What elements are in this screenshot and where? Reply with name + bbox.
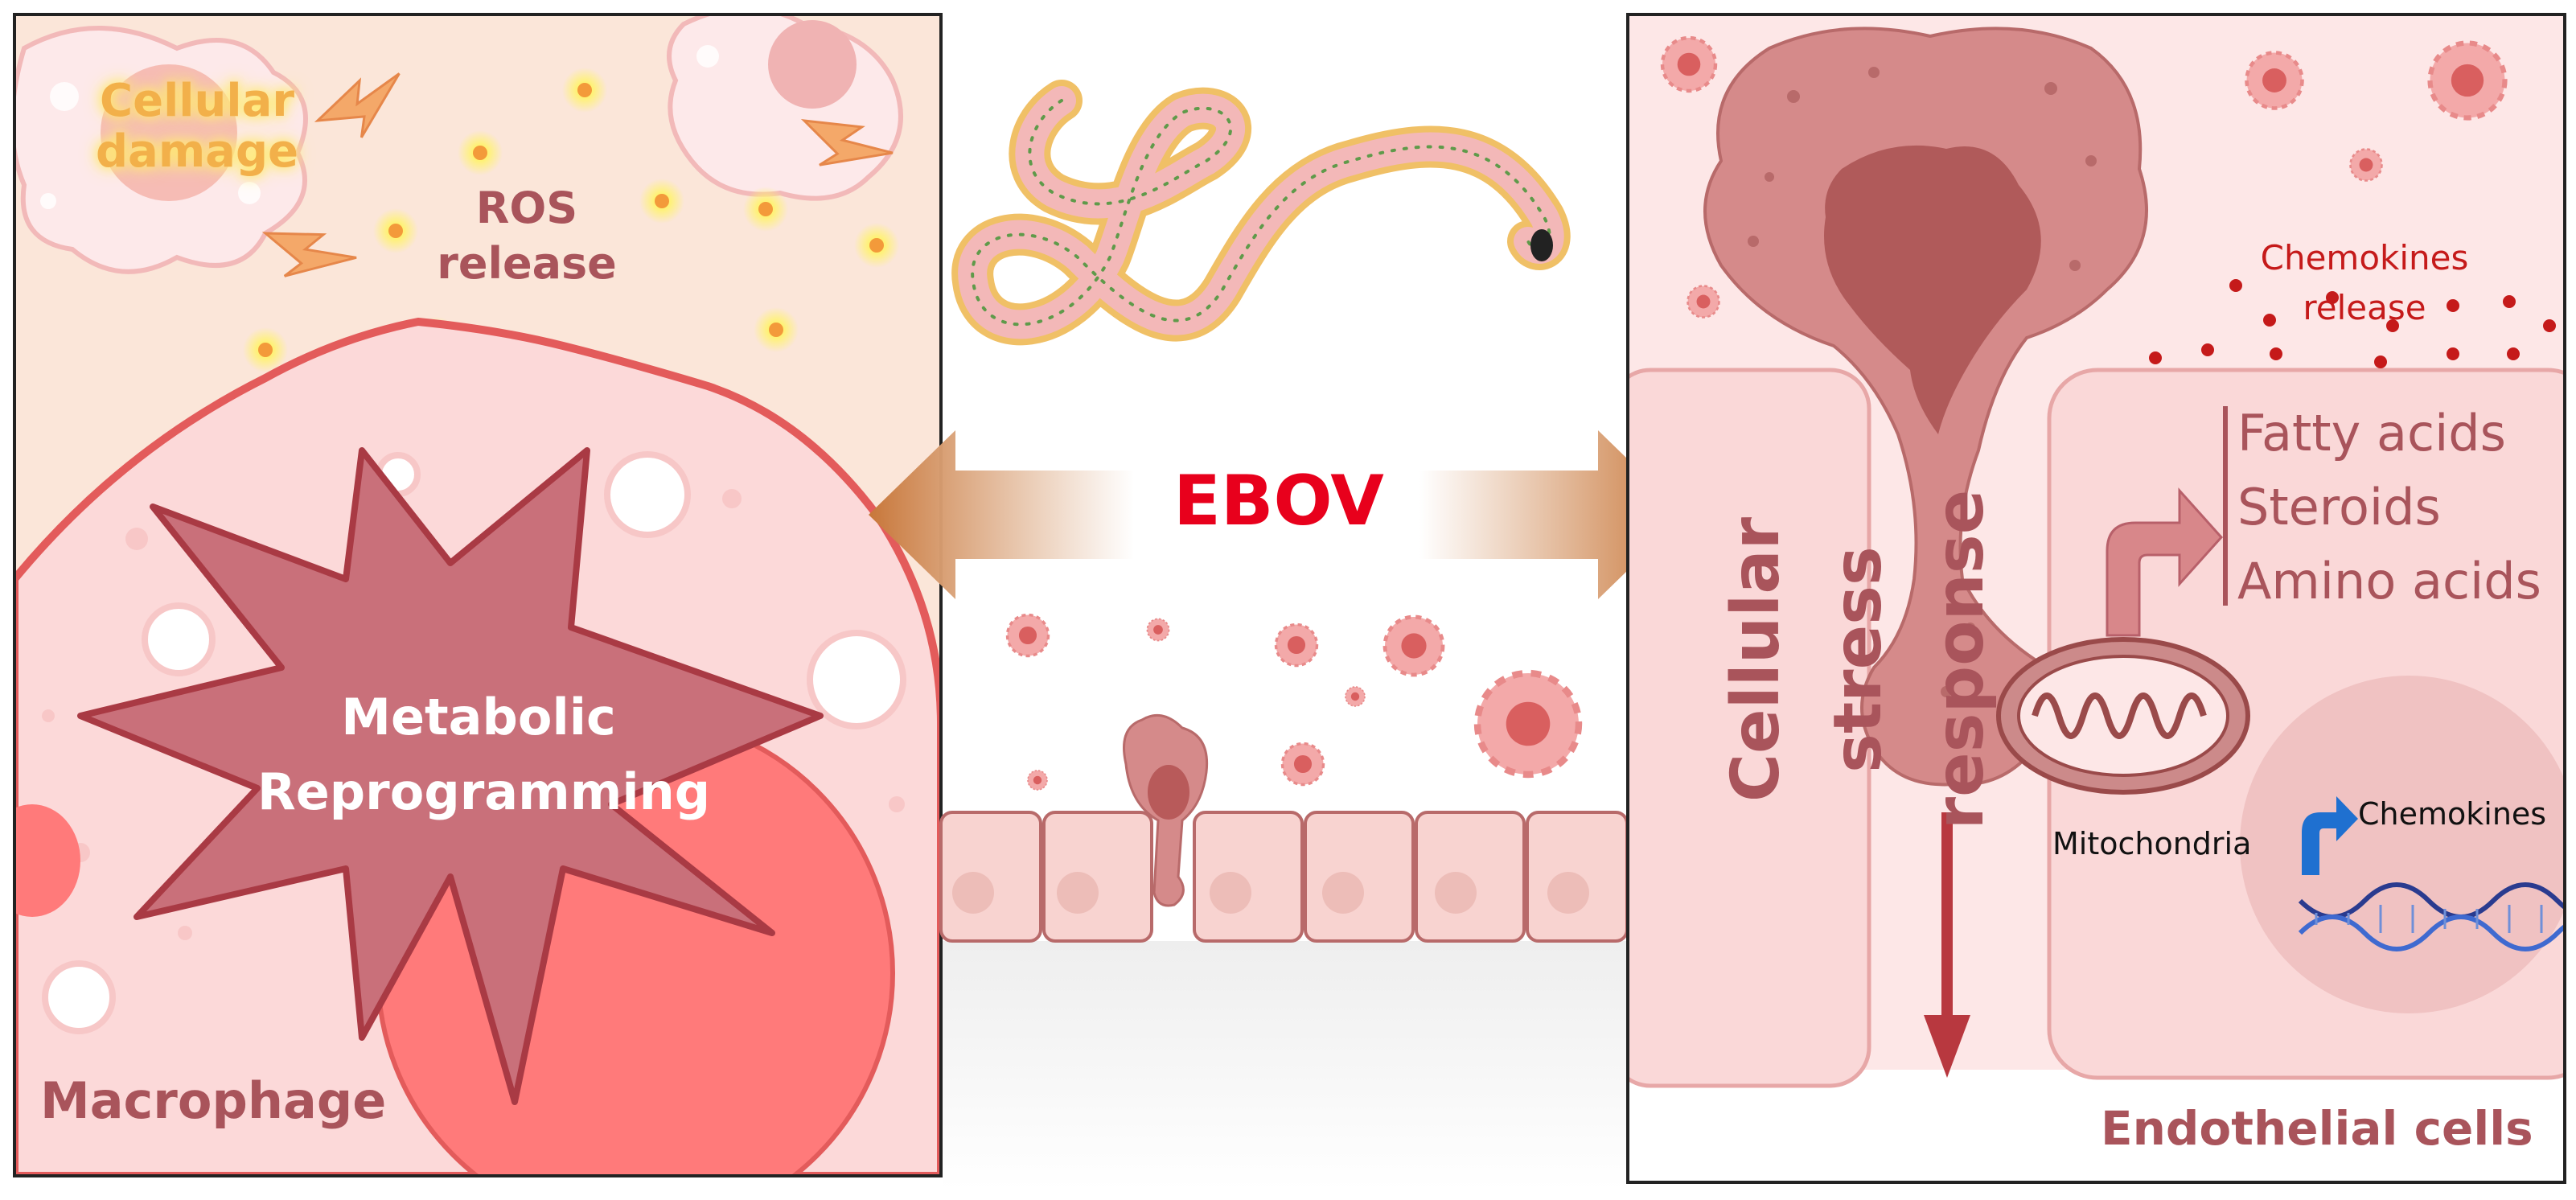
mitochondria-icon [1999, 639, 2248, 792]
cellular-damage-label: Cellular damage [80, 76, 314, 177]
mitochondria-label: Mitochondria [2052, 828, 2251, 859]
ebov-center [869, 101, 1685, 1190]
fatty-acids-label: Fatty acids [2237, 409, 2506, 458]
epithelium [941, 812, 1627, 941]
chemokines-label: Chemokines [2358, 799, 2546, 829]
metabolic-reprogramming-label: Metabolic Reprogramming [257, 680, 700, 829]
macrophage-label: Macrophage [40, 1076, 386, 1126]
cellular-stress-response-label: Cellular stress response [1705, 418, 1914, 901]
endothelial-cells-label: Endothelial cells [2101, 1105, 2533, 1152]
virion-icon [1008, 615, 1580, 791]
ros-release-label: ROS release [414, 181, 639, 291]
amino-acids-label: Amino acids [2237, 557, 2541, 606]
ebov-label: EBOV [1126, 466, 1432, 536]
steroids-label: Steroids [2237, 483, 2441, 532]
chemokines-release-label: Chemokines release [2244, 233, 2485, 332]
virus-filament-icon [972, 101, 1553, 324]
